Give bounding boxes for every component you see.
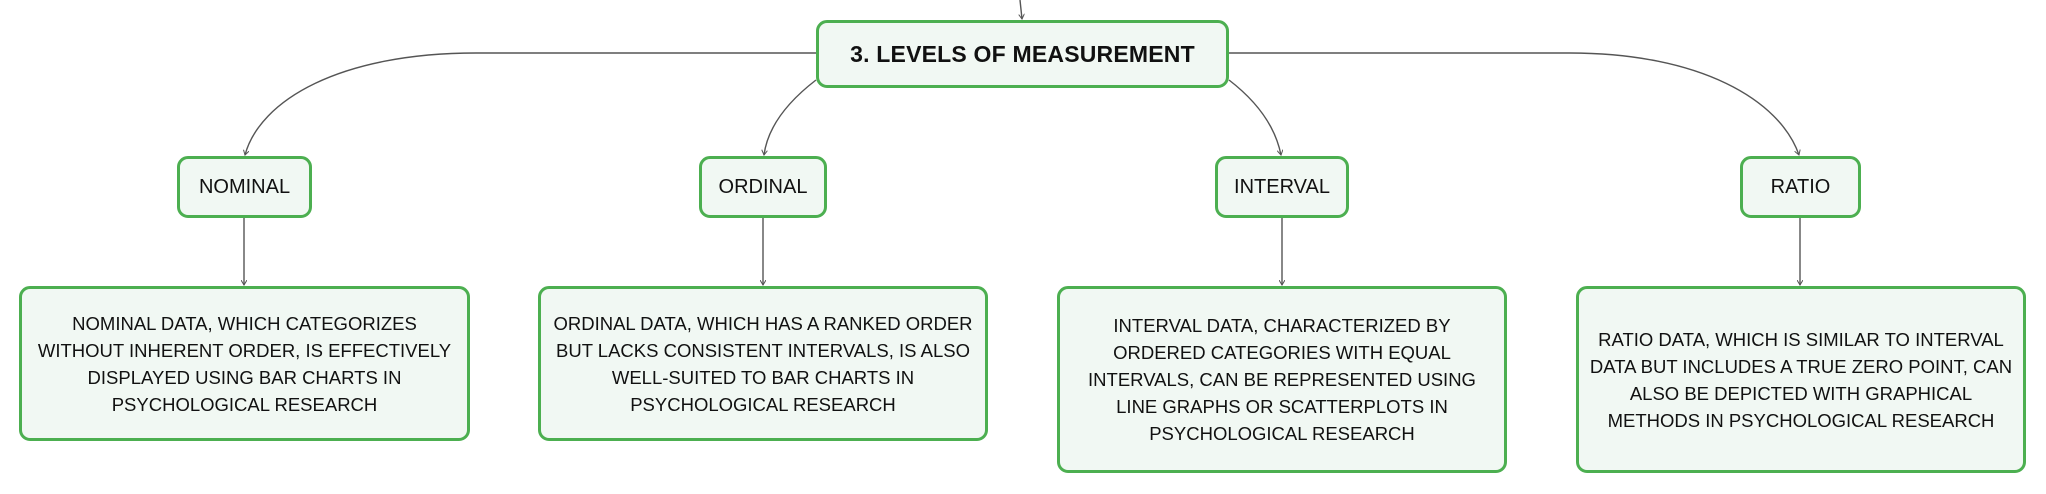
level-node-ordinal[interactable]: ORDINAL [699, 156, 827, 218]
level-node-label: RATIO [1770, 175, 1831, 198]
description-node-nominal[interactable]: NOMINAL DATA, WHICH CATEGORIZES WITHOUT … [19, 286, 470, 441]
level-node-label: ORDINAL [718, 175, 808, 198]
connector-root-ratio [1229, 52, 1799, 155]
level-node-label: NOMINAL [198, 175, 291, 198]
connector-root-interval [1228, 79, 1281, 155]
description-text: NOMINAL DATA, WHICH CATEGORIZES WITHOUT … [37, 312, 452, 415]
description-node-ordinal[interactable]: ORDINAL DATA, WHICH HAS A RANKED ORDER B… [538, 286, 988, 441]
level-node-nominal[interactable]: NOMINAL [177, 156, 312, 218]
level-node-ratio[interactable]: RATIO [1740, 156, 1861, 218]
connector-root-ordinal [764, 79, 817, 155]
description-text: RATIO DATA, WHICH IS SIMILAR TO INTERVAL… [1589, 328, 2013, 431]
description-node-interval[interactable]: INTERVAL DATA, CHARACTERIZED BY ORDERED … [1057, 286, 1507, 473]
root-node-label: 3. LEVELS OF MEASUREMENT [850, 40, 1195, 67]
description-text: INTERVAL DATA, CHARACTERIZED BY ORDERED … [1088, 315, 1476, 444]
connector-incoming-root [1020, 0, 1022, 19]
description-node-ratio[interactable]: RATIO DATA, WHICH IS SIMILAR TO INTERVAL… [1576, 286, 2026, 473]
level-node-label: INTERVAL [1234, 175, 1330, 198]
root-node[interactable]: 3. LEVELS OF MEASUREMENT [816, 20, 1229, 88]
description-text: ORDINAL DATA, WHICH HAS A RANKED ORDER B… [553, 312, 973, 415]
level-node-interval[interactable]: INTERVAL [1215, 156, 1349, 218]
connector-root-nominal [245, 52, 816, 155]
